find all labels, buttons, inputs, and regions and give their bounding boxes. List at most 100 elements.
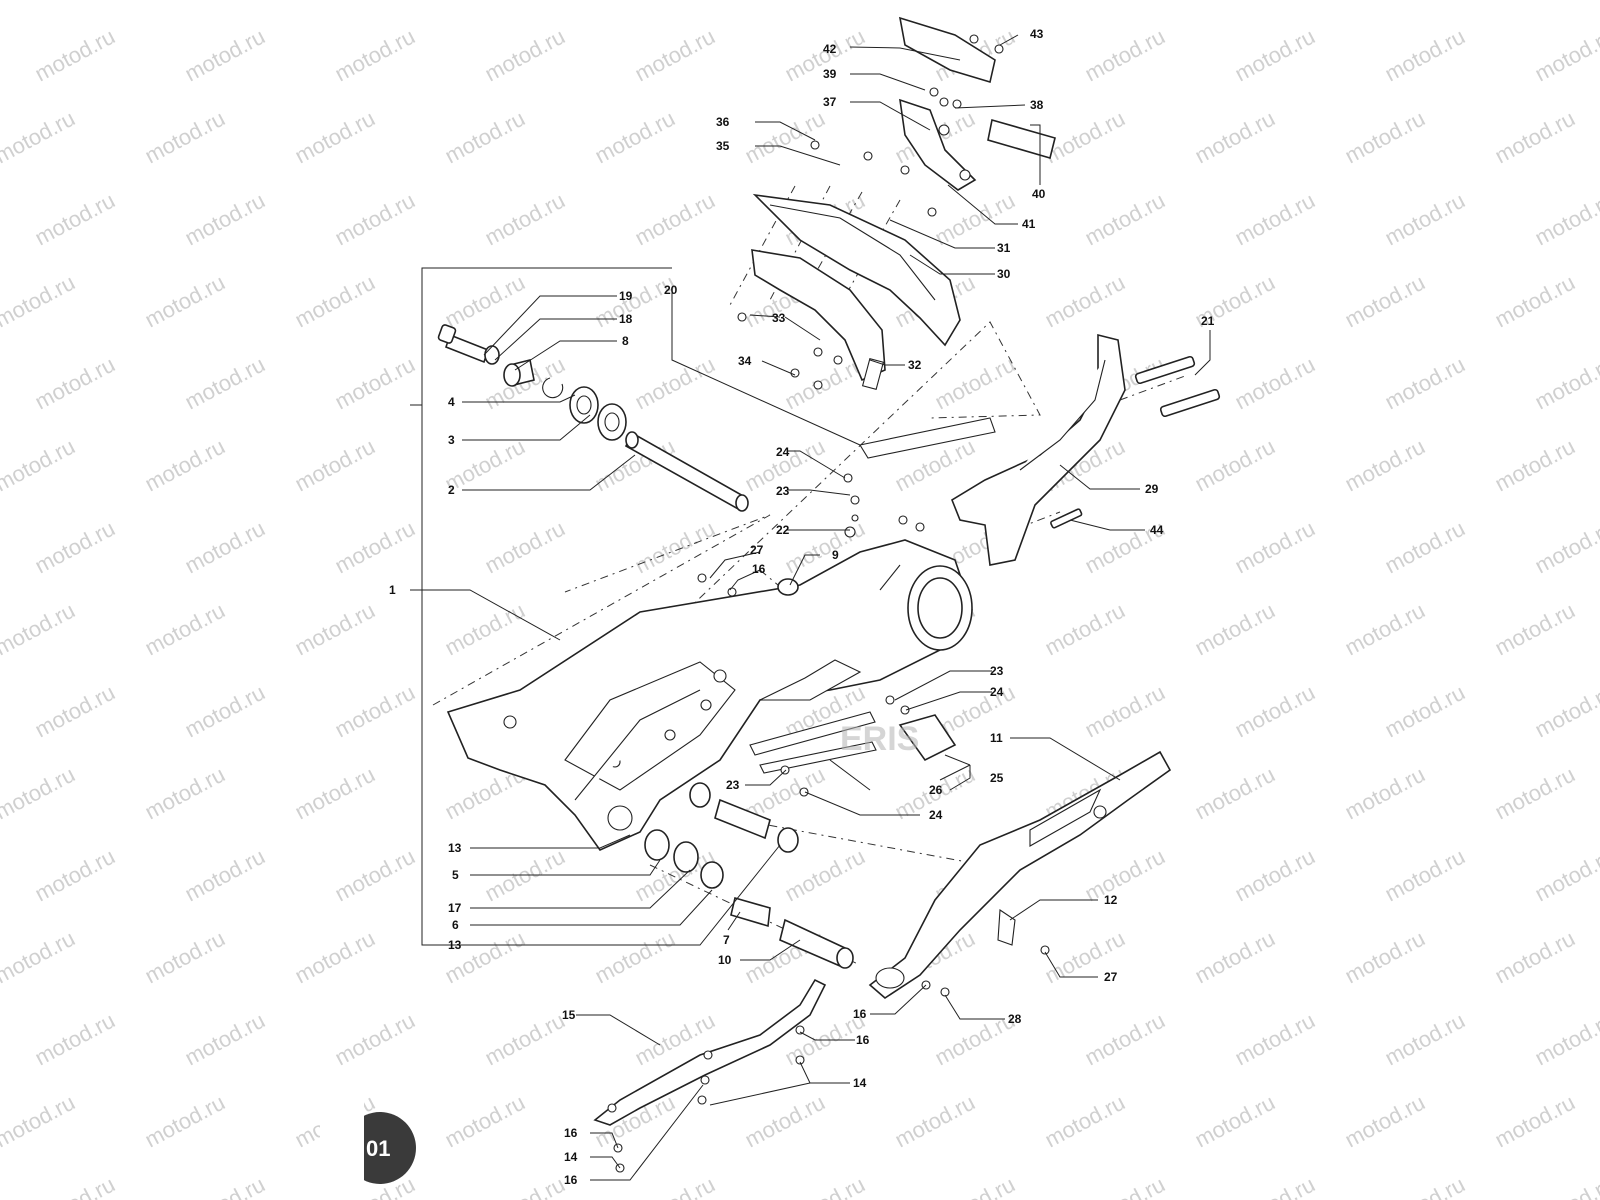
page-badge-number: 01: [366, 1136, 390, 1161]
callout-17: 17: [448, 901, 462, 915]
watermark-text: motod.ru: [181, 352, 269, 415]
callout-42: 42: [823, 42, 837, 56]
watermark-text: motod.ru: [0, 0, 79, 4]
watermark-text: motod.ru: [1491, 762, 1579, 825]
callout-37: 37: [823, 95, 837, 109]
callout-41: 41: [1022, 217, 1036, 231]
watermark-text: motod.ru: [0, 106, 79, 169]
watermark-text: motod.ru: [31, 516, 119, 579]
callout-16-low: 16: [564, 1126, 578, 1140]
callout-1: 1: [389, 583, 396, 597]
callout-36: 36: [716, 115, 730, 129]
watermark-text: motod.ru: [1341, 0, 1429, 4]
watermark-text: motod.ru: [591, 270, 679, 333]
callout-22: 22: [776, 523, 790, 537]
watermark-text: motod.ru: [1491, 106, 1579, 169]
page-badge: 01: [320, 1100, 416, 1200]
watermark-text: motod.ru: [1191, 434, 1279, 497]
leader-lines: [410, 34, 1211, 1181]
watermark-text: motod.ru: [1341, 106, 1429, 169]
watermark-text: motod.ru: [1531, 1008, 1600, 1071]
callout-12: 12: [1104, 893, 1118, 907]
callout-10: 10: [718, 953, 732, 967]
callout-24-low: 24: [929, 808, 943, 822]
callout-8: 8: [622, 334, 629, 348]
callout-31: 31: [997, 241, 1011, 255]
watermark-text: motod.ru: [1231, 24, 1319, 87]
callout-27-left: 27: [750, 543, 764, 557]
callout-23-low: 23: [726, 778, 740, 792]
watermark-text: motod.ru: [141, 0, 229, 4]
callout-23-top: 23: [776, 484, 790, 498]
watermark-text: motod.ru: [1191, 926, 1279, 989]
watermark-text: motod.ru: [441, 106, 529, 169]
watermark-text: motod.ru: [781, 1172, 869, 1200]
watermark-text: motod.ru: [181, 844, 269, 907]
watermark-text: motod.ru: [31, 680, 119, 743]
watermark-text: motod.ru: [291, 434, 379, 497]
license-plate-holder: [898, 16, 1056, 191]
watermark-text: motod.ru: [181, 680, 269, 743]
watermark-text: motod.ru: [141, 434, 229, 497]
watermark-text: motod.ru: [331, 844, 419, 907]
watermark-text: motod.ru: [1531, 680, 1600, 743]
callout-39: 39: [823, 67, 837, 81]
watermark-text: motod.ru: [441, 0, 529, 4]
watermark-text: motod.ru: [1041, 0, 1129, 4]
callout-25: 25: [990, 771, 1004, 785]
watermark-text: motod.ru: [481, 188, 569, 251]
watermark-text: motod.ru: [181, 24, 269, 87]
callout-30: 30: [997, 267, 1011, 281]
watermark-text: motod.ru: [1081, 1008, 1169, 1071]
watermark-text: motod.ru: [1531, 844, 1600, 907]
watermark-text: motod.ru: [741, 0, 829, 4]
watermark-text: motod.ru: [291, 926, 379, 989]
watermark-text: motod.ru: [1191, 1090, 1279, 1153]
watermark-text: motod.ru: [1341, 434, 1429, 497]
watermark-text: motod.ru: [141, 1090, 229, 1153]
watermark-text: motod.ru: [0, 762, 79, 825]
watermark-text: motod.ru: [0, 270, 79, 333]
watermark-text: motod.ru: [31, 1008, 119, 1071]
watermark-text: motod.ru: [1081, 188, 1169, 251]
watermark-text: motod.ru: [741, 106, 829, 169]
callout-32: 32: [908, 358, 922, 372]
watermark-text: motod.ru: [1531, 188, 1600, 251]
watermark-text: motod.ru: [1381, 1008, 1469, 1071]
watermark-text: motod.ru: [291, 598, 379, 661]
watermark-text: motod.ru: [1081, 24, 1169, 87]
watermark-text: motod.ru: [0, 1090, 79, 1153]
callout-14-right: 14: [853, 1076, 867, 1090]
watermark-text: motod.ru: [631, 516, 719, 579]
watermark-text: motod.ru: [591, 106, 679, 169]
watermark-text: motod.ru: [1191, 762, 1279, 825]
watermark-text: motod.ru: [441, 1090, 529, 1153]
watermark-text: motod.ru: [31, 188, 119, 251]
callout-2: 2: [448, 483, 455, 497]
callout-16-axle: 16: [853, 1007, 867, 1021]
callout-24-top: 24: [776, 445, 790, 459]
assembly-bracket: [410, 267, 672, 946]
watermark-text: motod.ru: [441, 270, 529, 333]
watermark-text: motod.ru: [1191, 106, 1279, 169]
callout-16-bottom: 16: [564, 1173, 578, 1187]
watermark-text: motod.ru: [931, 352, 1019, 415]
callout-11: 11: [990, 731, 1003, 745]
callout-7: 7: [723, 933, 730, 947]
watermark-text: motod.ru: [31, 24, 119, 87]
watermark-text: motod.ru: [631, 24, 719, 87]
watermark-text: motod.ru: [1231, 1008, 1319, 1071]
watermark-text: motod.ru: [1081, 680, 1169, 743]
watermark-text: motod.ru: [1531, 516, 1600, 579]
watermark-text: motod.ru: [591, 926, 679, 989]
watermark-text: motod.ru: [1081, 844, 1169, 907]
watermark-text: motod.ru: [741, 1090, 829, 1153]
watermark-text: motod.ru: [481, 24, 569, 87]
watermark-text: motod.ru: [1341, 762, 1429, 825]
shock-link: [859, 333, 1221, 566]
watermark-text: motod.ru: [141, 270, 229, 333]
watermark-text: motod.ru: [141, 598, 229, 661]
callout-3: 3: [448, 433, 455, 447]
callout-18: 18: [619, 312, 633, 326]
